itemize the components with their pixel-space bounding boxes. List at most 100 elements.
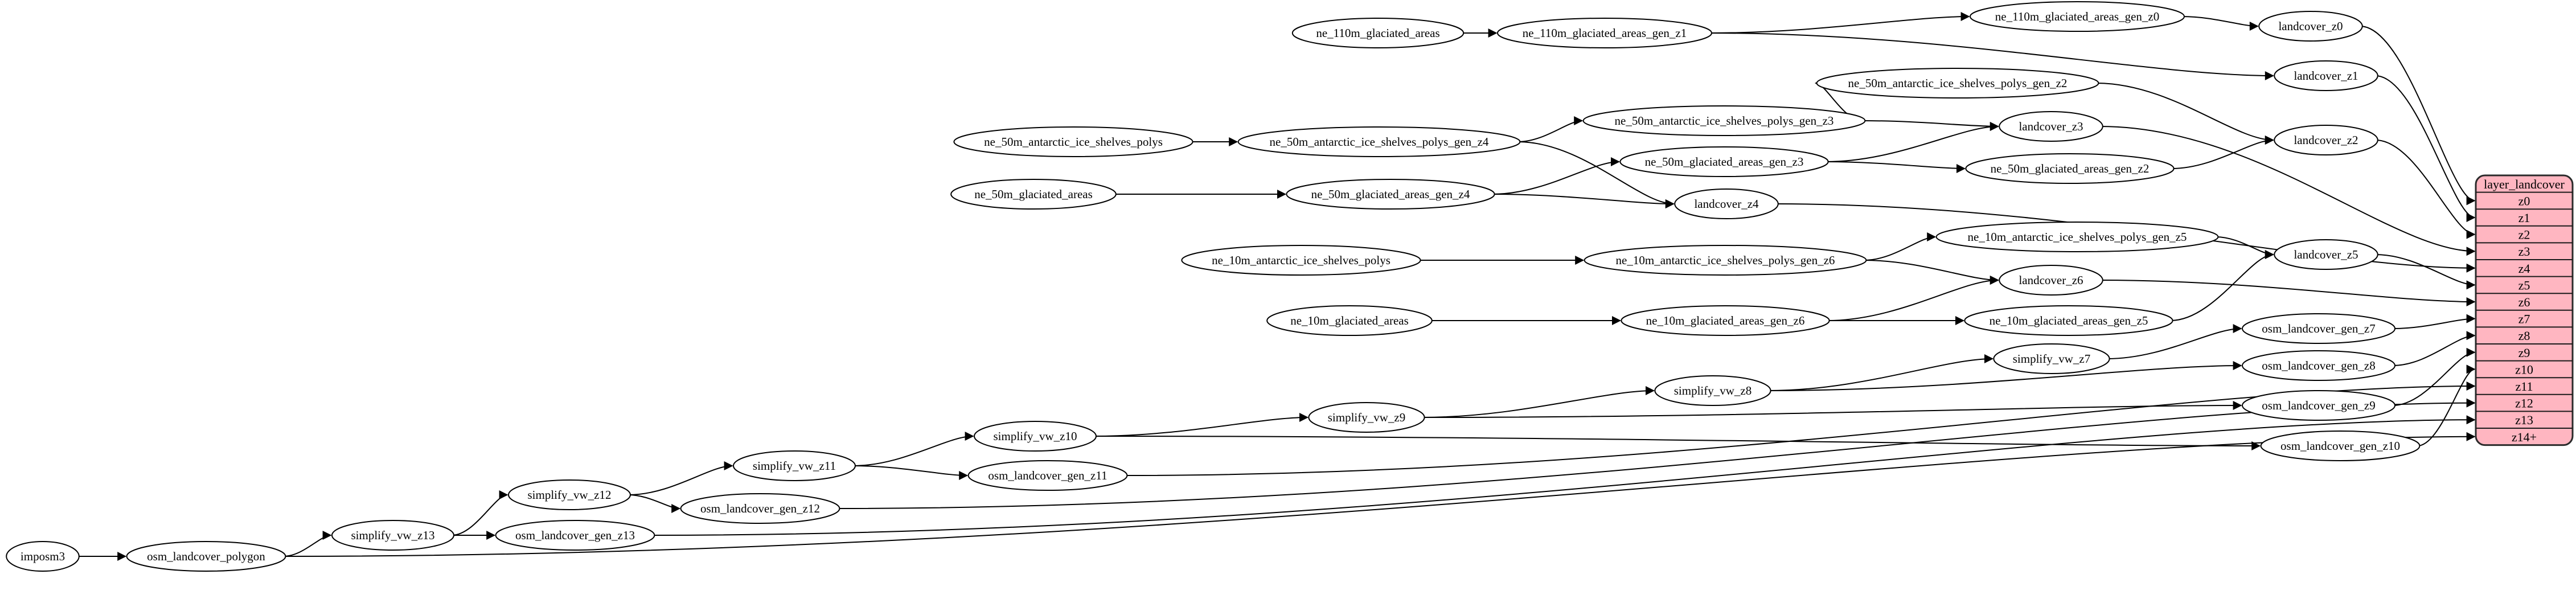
node-ellipse [1965, 153, 2175, 184]
node-simplify_vw_z12: simplify_vw_z12 [508, 479, 631, 510]
node-ne_50m_antarctic_ice_shelves_polys_gen_z4: ne_50m_antarctic_ice_shelves_polys_gen_z… [1237, 126, 1521, 157]
edge-ne_10m_glaciated_areas_gen_z5-to-landcover_z5 [2170, 250, 2274, 321]
node-simplify_vw_z11: simplify_vw_z11 [733, 450, 856, 481]
edge-osm_landcover_polygon-to-simplify_vw_z13 [283, 531, 332, 557]
node-label: landcover_z0 [2278, 19, 2343, 33]
node-label: imposm3 [20, 550, 65, 563]
node-simplify_vw_z10: simplify_vw_z10 [974, 421, 1097, 452]
node-ellipse [2242, 313, 2395, 344]
node-label: ne_50m_glaciated_areas_gen_z2 [1991, 162, 2150, 175]
node-ellipse [1181, 245, 1421, 276]
node-ellipse [1237, 126, 1521, 157]
node-ne_10m_antarctic_ice_shelves_polys_gen_z5: ne_10m_antarctic_ice_shelves_polys_gen_z… [1935, 222, 2219, 252]
edge-simplify_vw_z10-to-osm_landcover_gen_z10 [1093, 436, 2261, 450]
edge-osm_landcover_polygon-to-layer_landcover-z14+ [283, 432, 2476, 557]
node-label: ne_50m_antarctic_ice_shelves_polys [984, 135, 1163, 149]
node-label: osm_landcover_gen_z13 [515, 528, 635, 542]
node-label: landcover_z6 [2019, 273, 2083, 287]
node-osm_landcover_gen_z9: osm_landcover_gen_z9 [2242, 390, 2395, 421]
node-label: ne_50m_antarctic_ice_shelves_polys_gen_z… [1270, 135, 1489, 149]
node-ellipse [1621, 305, 1830, 336]
edge-ne_50m_glaciated_areas_gen_z4-to-landcover_z4 [1492, 194, 1675, 208]
node-label: ne_110m_glaciated_areas [1316, 26, 1439, 40]
node-label: ne_50m_glaciated_areas_gen_z3 [1645, 155, 1804, 169]
table-row-z8: z8 [2518, 329, 2530, 343]
node-ne_110m_glaciated_areas_gen_z1: ne_110m_glaciated_areas_gen_z1 [1497, 18, 1712, 48]
node-label: ne_50m_antarctic_ice_shelves_polys_gen_z… [1848, 76, 2068, 90]
node-ne_50m_antarctic_ice_shelves_polys: ne_50m_antarctic_ice_shelves_polys [953, 126, 1193, 157]
edge-simplify_vw_z11-to-osm_landcover_gen_z11 [852, 465, 969, 480]
edge-ne_10m_antarctic_ice_shelves_polys_gen_z6-to-landcover_z6 [1864, 260, 1999, 285]
node-simplify_vw_z7: simplify_vw_z7 [1993, 343, 2110, 374]
node-label: simplify_vw_z11 [753, 459, 836, 473]
edge-layer [76, 12, 2476, 561]
node-ellipse [508, 479, 631, 510]
table-row-z3: z3 [2518, 244, 2530, 259]
node-ellipse [1964, 305, 2173, 336]
node-ellipse [331, 520, 454, 551]
edge-osm_landcover_gen_z12-to-layer_landcover-z12 [837, 398, 2476, 509]
node-ne_50m_glaciated_areas_gen_z4: ne_50m_glaciated_areas_gen_z4 [1286, 179, 1495, 210]
edge-simplify_vw_z13-to-simplify_vw_z12 [451, 490, 508, 536]
node-ellipse [1582, 105, 1866, 136]
node-label: simplify_vw_z7 [2013, 352, 2091, 366]
node-ellipse [2260, 430, 2421, 461]
edge-ne_50m_antarctic_ice_shelves_polys_gen_z3-to-landcover_z3 [1863, 120, 1999, 131]
node-label: osm_landcover_gen_z10 [2280, 439, 2400, 453]
edge-ne_50m_antarctic_ice_shelves_polys_gen_z4-to-landcover_z4 [1517, 141, 1675, 208]
node-ellipse [2274, 239, 2378, 270]
edge-simplify_vw_z10-to-simplify_vw_z9 [1093, 413, 1308, 437]
node-landcover_z5: landcover_z5 [2274, 239, 2378, 270]
node-ellipse [1584, 245, 1867, 276]
edge-simplify_vw_z11-to-simplify_vw_z10 [852, 432, 974, 466]
node-ne_10m_antarctic_ice_shelves_polys: ne_10m_antarctic_ice_shelves_polys [1181, 245, 1421, 276]
node-ne_50m_glaciated_areas_gen_z3: ne_50m_glaciated_areas_gen_z3 [1619, 146, 1829, 177]
node-ne_10m_antarctic_ice_shelves_polys_gen_z6: ne_10m_antarctic_ice_shelves_polys_gen_z… [1584, 245, 1867, 276]
node-ellipse [2242, 390, 2395, 421]
node-label: landcover_z4 [1694, 197, 1759, 211]
table-row-z4: z4 [2518, 261, 2530, 276]
node-ellipse [126, 541, 286, 572]
node-simplify_vw_z13: simplify_vw_z13 [331, 520, 454, 551]
node-osm_landcover_gen_z12: osm_landcover_gen_z12 [680, 493, 840, 524]
edge-ne_110m_glaciated_areas_gen_z0-to-landcover_z0 [2181, 16, 2259, 31]
edge-ne_10m_antarctic_ice_shelves_polys_gen_z6-to-ne_10m_antarctic_ice_shelves_polys_gen_z5 [1864, 232, 1937, 261]
node-label: ne_50m_antarctic_ice_shelves_polys_gen_z… [1615, 114, 1834, 128]
node-ellipse [1935, 222, 2219, 252]
node-ellipse [1291, 18, 1465, 48]
node-label: osm_landcover_gen_z11 [988, 469, 1107, 482]
node-label: ne_10m_antarctic_ice_shelves_polys_gen_z… [1616, 253, 1835, 267]
edge-osm_landcover_gen_z13-to-layer_landcover-z13 [652, 415, 2476, 536]
edge-osm_landcover_gen_z9-to-layer_landcover-z9 [2392, 347, 2476, 406]
table-row-z0: z0 [2518, 194, 2530, 208]
node-ellipse [974, 421, 1097, 452]
node-osm_landcover_polygon: osm_landcover_polygon [126, 541, 286, 572]
node-ellipse [680, 493, 840, 524]
edge-simplify_vw_z12-to-osm_landcover_gen_z12 [627, 494, 681, 513]
node-ellipse [1999, 111, 2103, 142]
node-ne_50m_glaciated_areas: ne_50m_glaciated_areas [950, 179, 1117, 210]
node-label: simplify_vw_z9 [1328, 411, 1406, 424]
node-label: simplify_vw_z10 [994, 429, 1077, 443]
node-ne_50m_glaciated_areas_gen_z2: ne_50m_glaciated_areas_gen_z2 [1965, 153, 2175, 184]
edge-ne_50m_antarctic_ice_shelves_polys_gen_z2-to-landcover_z2 [2096, 83, 2274, 145]
edge-simplify_vw_z8-to-simplify_vw_z7 [1768, 354, 1993, 391]
node-landcover_z3: landcover_z3 [1999, 111, 2103, 142]
edge-simplify_vw_z7-to-osm_landcover_gen_z7 [2107, 324, 2242, 359]
edge-simplify_vw_z8-to-osm_landcover_gen_z8 [1768, 361, 2242, 391]
edge-landcover_z0-to-layer_landcover-z0 [2360, 26, 2476, 206]
table-row-z11: z11 [2516, 379, 2533, 393]
node-ellipse [1286, 179, 1495, 210]
node-ellipse [2274, 125, 2378, 155]
node-ellipse [1308, 402, 1425, 433]
table-row-z13: z13 [2515, 413, 2533, 427]
node-simplify_vw_z9: simplify_vw_z9 [1308, 402, 1425, 433]
node-label: osm_landcover_gen_z8 [2262, 359, 2375, 372]
node-ellipse [733, 450, 856, 481]
node-ellipse [6, 541, 80, 572]
node-label: ne_10m_antarctic_ice_shelves_polys [1212, 253, 1390, 267]
node-label: ne_10m_antarctic_ice_shelves_polys_gen_z… [1968, 230, 2187, 244]
edge-ne_50m_glaciated_areas_gen_z4-to-ne_50m_glaciated_areas_gen_z3 [1492, 157, 1620, 195]
